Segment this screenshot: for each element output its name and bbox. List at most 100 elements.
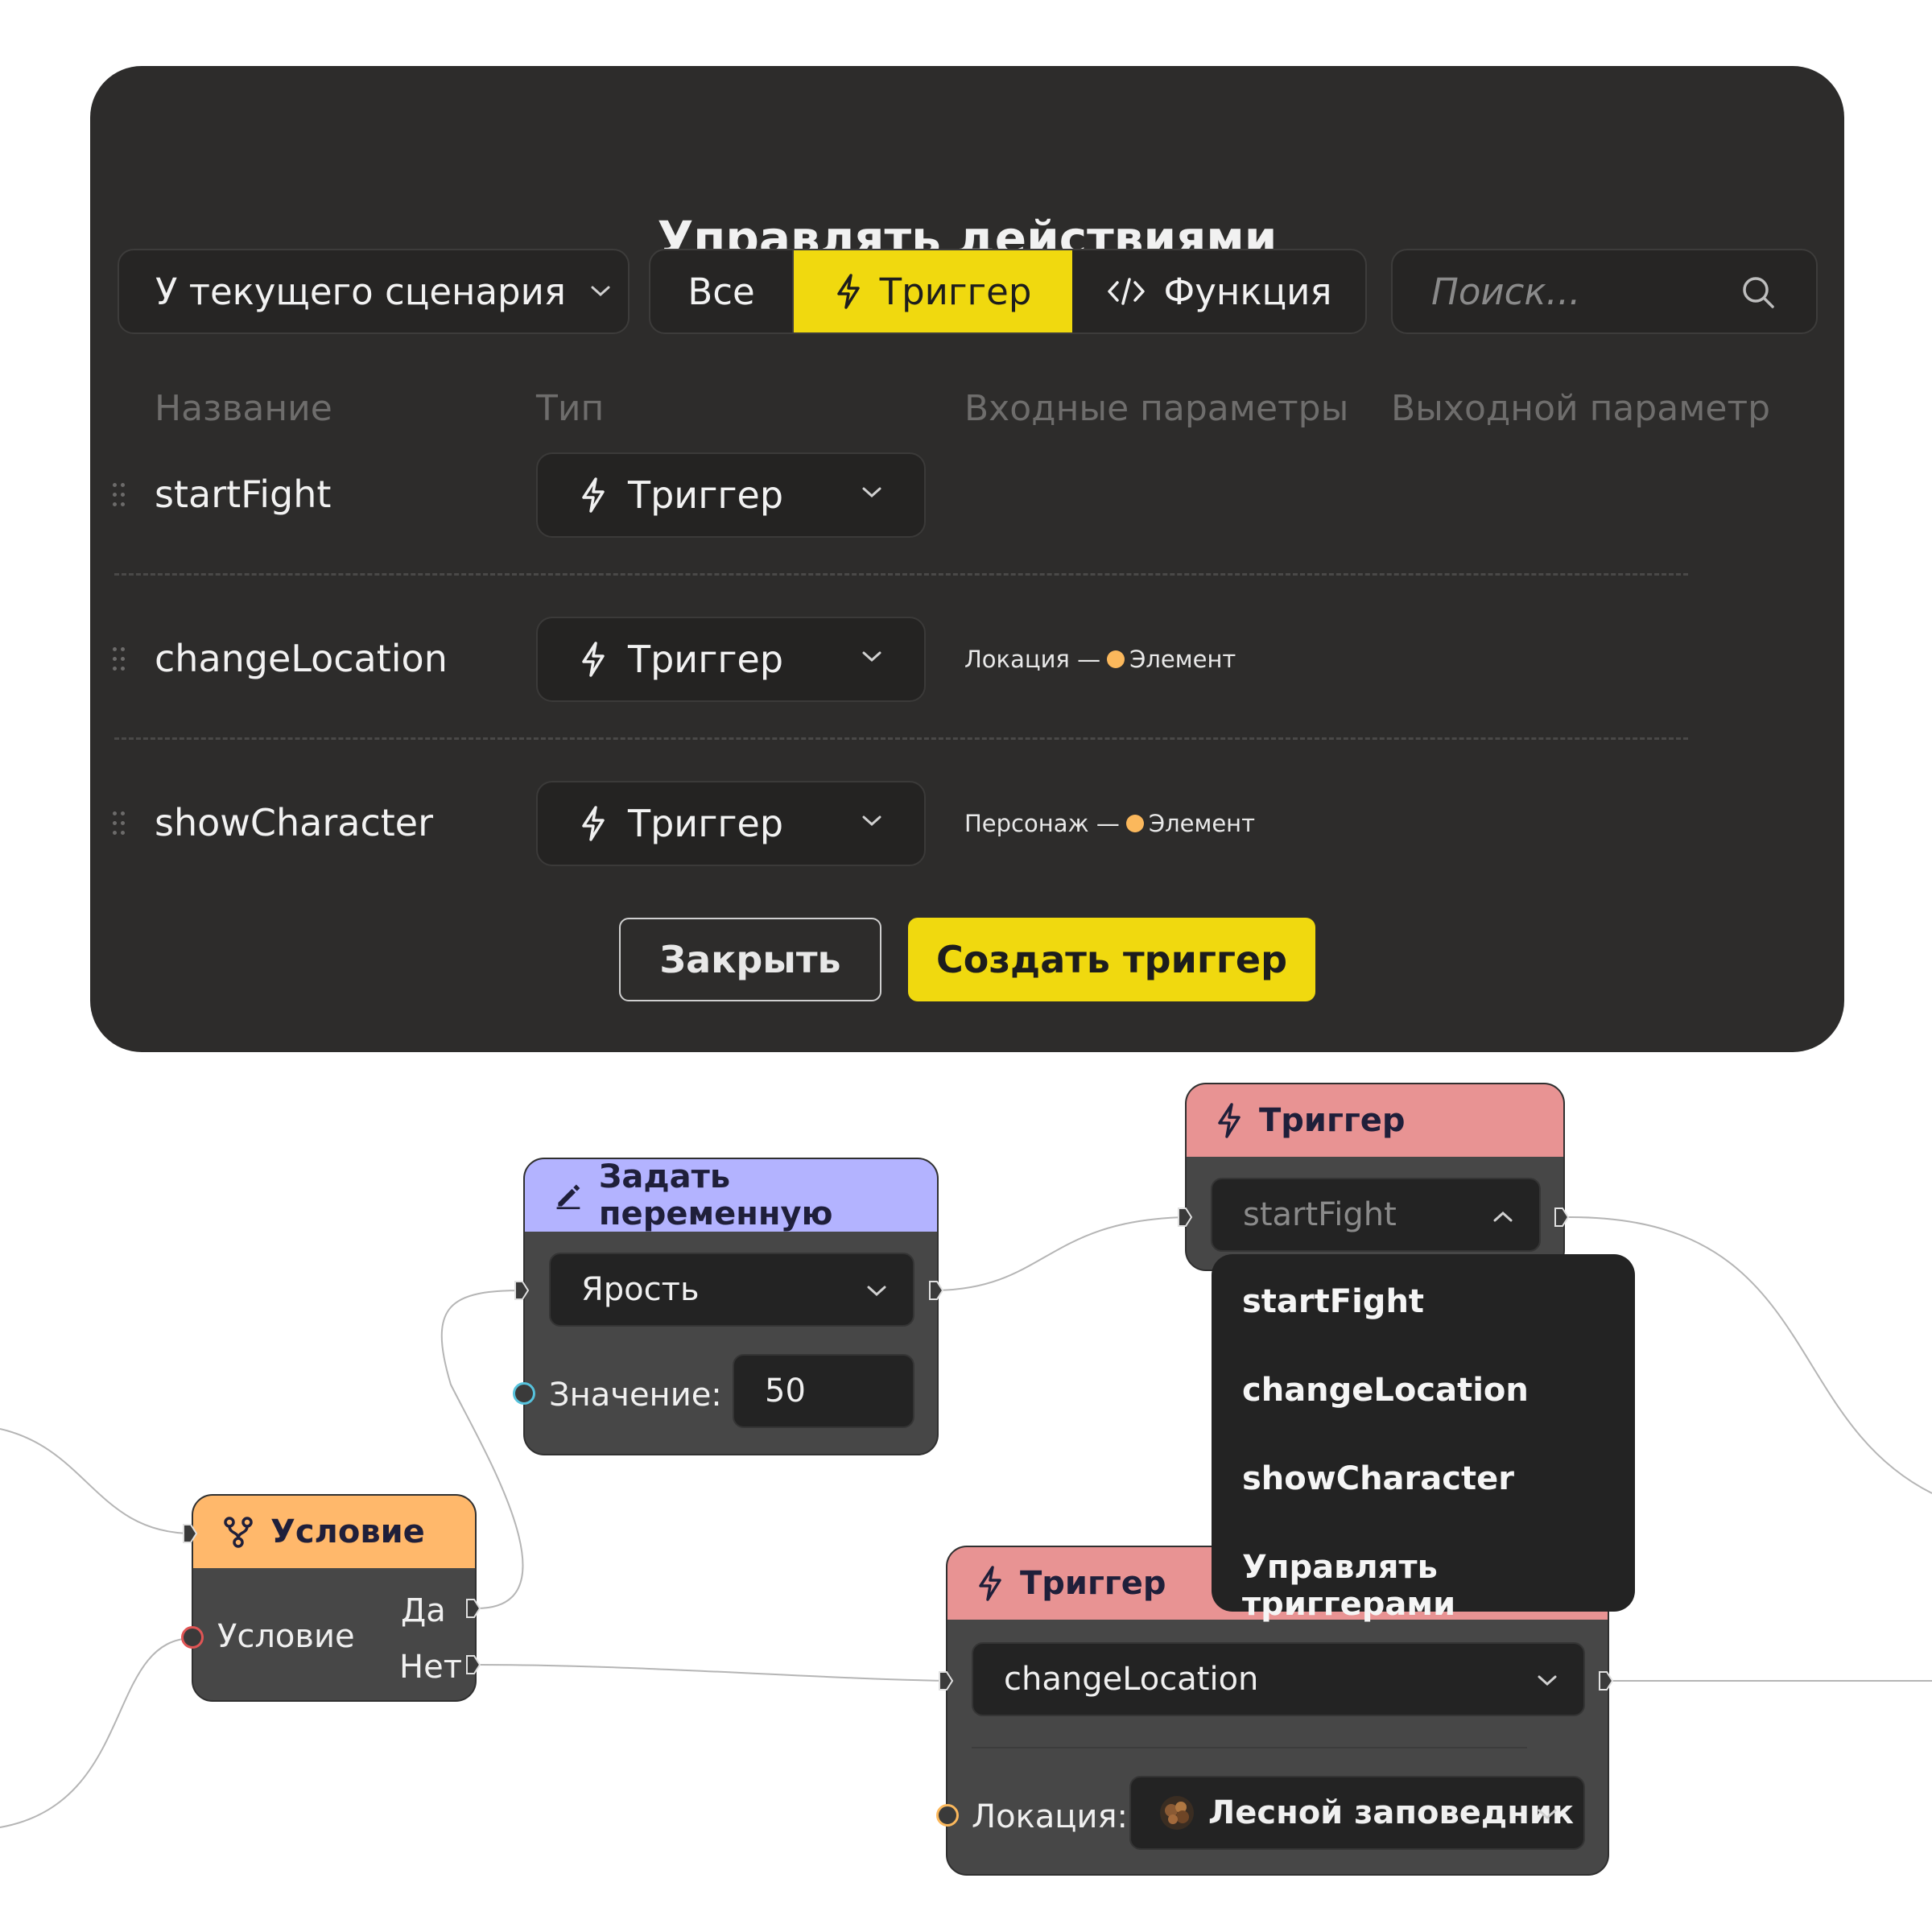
menu-item-manage-triggers[interactable]: Управлять триггерами: [1242, 1549, 1456, 1623]
col-header-inputs: Входные параметры: [964, 388, 1349, 429]
param-type: Элемент: [1148, 810, 1256, 837]
output-port-icon[interactable]: [1554, 1207, 1570, 1228]
yes-output-port-icon[interactable]: [465, 1598, 481, 1619]
chevron-down-icon: [862, 815, 881, 827]
tab-trigger-label: Триггер: [879, 270, 1032, 313]
location-value: Лесной заповедник: [1208, 1794, 1575, 1831]
no-output-port-icon[interactable]: [465, 1654, 481, 1675]
input-param: Персонаж — Элемент: [964, 810, 1255, 837]
trigger-node-start-fight[interactable]: Триггер startFight: [1185, 1083, 1565, 1271]
chevron-up-icon: [1493, 1211, 1513, 1222]
condition-node[interactable]: Условие Условие Да Нет: [192, 1494, 477, 1702]
close-button[interactable]: Закрыть: [619, 918, 881, 1001]
drag-handle-icon[interactable]: [113, 811, 127, 836]
output-port-icon[interactable]: [928, 1280, 944, 1301]
tab-trigger[interactable]: Триггер: [794, 250, 1072, 332]
col-header-name: Название: [155, 388, 332, 429]
menu-item-start-fight[interactable]: startFight: [1242, 1283, 1425, 1320]
bolt-icon: [582, 806, 605, 841]
param-name: Локация —: [964, 646, 1101, 673]
tab-all[interactable]: Все: [650, 250, 794, 332]
node-header[interactable]: Условие: [193, 1496, 475, 1568]
row-type-dropdown[interactable]: Триггер: [536, 781, 926, 866]
row-divider: [114, 737, 1688, 740]
variable-dropdown[interactable]: Ярость: [549, 1253, 914, 1327]
node-header[interactable]: Задать переменную: [525, 1159, 937, 1232]
bolt-icon: [836, 274, 860, 309]
scope-dropdown[interactable]: У текущего сценария: [118, 249, 630, 334]
input-port-icon[interactable]: [1177, 1207, 1193, 1228]
input-param: Локация — Элемент: [964, 646, 1236, 673]
tab-all-label: Все: [687, 270, 755, 313]
wire-in-condition: [0, 1428, 194, 1534]
node-divider: [972, 1747, 1527, 1748]
input-port-icon[interactable]: [938, 1670, 954, 1691]
col-header-output: Выходной параметр: [1391, 388, 1771, 429]
wire-in-condition-input: [0, 1637, 194, 1828]
chevron-down-icon: [862, 651, 881, 663]
node-header[interactable]: Триггер: [1187, 1084, 1563, 1157]
trigger-dropdown-menu: startFight changeLocation showCharacter …: [1212, 1254, 1635, 1623]
trigger-select[interactable]: changeLocation: [972, 1642, 1585, 1716]
drag-handle-icon[interactable]: [113, 647, 127, 671]
node-title: Условие: [270, 1513, 425, 1550]
variable-value: Ярость: [581, 1271, 700, 1308]
value-input-pin[interactable]: [513, 1382, 535, 1405]
drag-handle-icon[interactable]: [113, 483, 127, 507]
create-trigger-button[interactable]: Создать триггер: [908, 918, 1315, 1001]
branch-icon: [224, 1517, 253, 1548]
pencil-icon: [556, 1184, 580, 1210]
condition-input-label: Условие: [217, 1618, 355, 1655]
condition-input-pin[interactable]: [181, 1626, 204, 1649]
set-variable-node[interactable]: Задать переменную Ярость Значение: 50: [523, 1158, 939, 1455]
input-port-icon[interactable]: [182, 1523, 198, 1544]
node-title: Триггер: [1259, 1102, 1406, 1139]
bolt-icon: [582, 477, 605, 513]
chevron-down-icon: [867, 1286, 886, 1297]
row-type-label: Триггер: [628, 802, 784, 845]
bolt-icon: [979, 1566, 1001, 1601]
input-port-icon[interactable]: [514, 1280, 530, 1301]
row-divider: [114, 573, 1688, 576]
row-type-dropdown[interactable]: Триггер: [536, 617, 926, 702]
code-icon: [1107, 278, 1145, 305]
menu-item-show-character[interactable]: showCharacter: [1242, 1460, 1514, 1497]
element-type-dot: [1125, 815, 1144, 832]
row-name: changeLocation: [155, 637, 448, 680]
value-text: 50: [765, 1373, 806, 1410]
trigger-selected-value: startFight: [1243, 1196, 1397, 1233]
row-type-label: Триггер: [628, 473, 784, 517]
type-filter-tabs: Все Триггер Функция: [649, 249, 1367, 334]
bolt-icon: [582, 642, 605, 677]
search-icon[interactable]: [1740, 275, 1776, 310]
row-type-dropdown[interactable]: Триггер: [536, 452, 926, 538]
chevron-down-icon: [1538, 1675, 1557, 1686]
trigger-select-open[interactable]: startFight: [1211, 1178, 1541, 1252]
scope-label: У текущего сценария: [155, 270, 566, 313]
output-port-icon[interactable]: [1598, 1670, 1614, 1691]
no-output-label: Нет: [399, 1649, 462, 1686]
search-placeholder: Поиск...: [1431, 270, 1581, 313]
trigger-selected-value: changeLocation: [1004, 1661, 1259, 1698]
search-input[interactable]: Поиск...: [1391, 249, 1818, 334]
menu-item-change-location[interactable]: changeLocation: [1242, 1372, 1529, 1409]
location-select[interactable]: Лесной заповедник: [1129, 1776, 1585, 1850]
location-label: Локация:: [972, 1798, 1128, 1835]
forest-location-icon: [1160, 1796, 1194, 1830]
node-title: Триггер: [1020, 1565, 1166, 1602]
tab-function-label: Функция: [1163, 270, 1332, 313]
value-label: Значение:: [549, 1377, 722, 1414]
value-input[interactable]: 50: [733, 1354, 914, 1428]
location-input-pin[interactable]: [936, 1804, 959, 1827]
wire-no-to-trigger: [476, 1664, 951, 1682]
wire-yes-to-setvar: [440, 1290, 524, 1609]
chevron-down-icon: [1538, 1809, 1557, 1820]
row-type-label: Триггер: [628, 638, 784, 681]
chevron-down-icon: [862, 487, 881, 498]
tab-function[interactable]: Функция: [1072, 250, 1365, 332]
bolt-icon: [1218, 1103, 1241, 1138]
row-name: startFight: [155, 473, 332, 516]
wire-setvar-to-trigger: [937, 1216, 1188, 1291]
manage-actions-dialog: Управлять действиями У текущего сценария…: [90, 66, 1844, 1052]
